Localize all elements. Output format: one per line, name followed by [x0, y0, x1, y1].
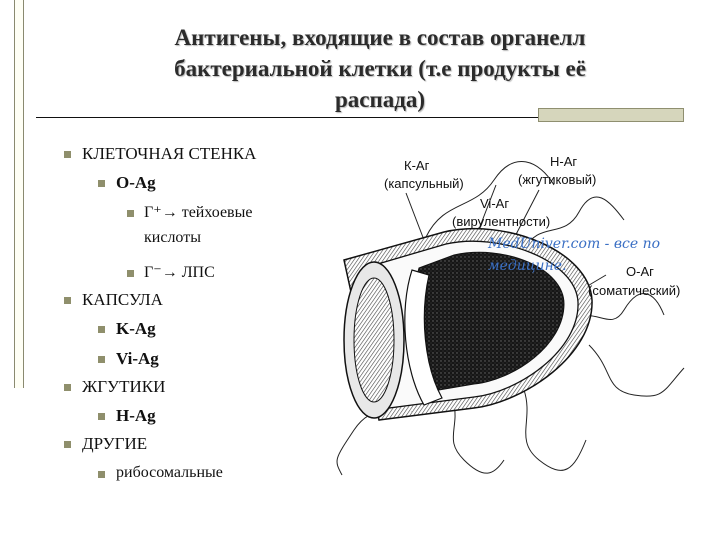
- label-o-ag-desc: (соматический): [588, 283, 680, 298]
- list-item-k-ag: K-Ag: [98, 319, 156, 339]
- list-item-cell-wall: КЛЕТОЧНАЯ СТЕНКА: [64, 144, 257, 164]
- bullet-square-icon: [127, 210, 134, 217]
- list-item-label: ДРУГИЕ: [82, 434, 148, 453]
- list-item-label: Г⁺→ тейхоевые: [144, 204, 253, 221]
- bacterial-cell-diagram: К-Аг (капсульный) Н-Аг (жгутиковый) Vi-А…: [336, 154, 685, 476]
- watermark-line-1: MedUniver.com - все по: [487, 236, 660, 252]
- label-h-ag-desc: (жгутиковый): [518, 172, 596, 187]
- list-item-label: H-Ag: [116, 406, 156, 425]
- bullet-square-icon: [127, 270, 134, 277]
- label-k-ag-desc: (капсульный): [384, 176, 464, 191]
- list-item-flagella: ЖГУТИКИ: [64, 377, 166, 397]
- list-item-label: КАПСУЛА: [82, 290, 163, 309]
- label-k-ag: К-Аг: [404, 158, 430, 173]
- list-item-h-ag: H-Ag: [98, 406, 156, 426]
- list-item-o-ag: O-Ag: [98, 173, 156, 193]
- left-decorative-bar: [14, 0, 24, 388]
- list-item-label: рибосомальные: [116, 464, 223, 481]
- bullet-square-icon: [98, 413, 105, 420]
- list-item-label: O-Ag: [116, 173, 156, 192]
- title-line-1: Антигены, входящие в состав органелл: [174, 25, 586, 50]
- title-underline: [36, 117, 654, 118]
- list-item-label: K-Ag: [116, 319, 156, 338]
- label-vi-ag: Vi-Аг: [480, 196, 509, 211]
- title-line-3: распада): [334, 87, 426, 112]
- bullet-square-icon: [98, 471, 105, 478]
- watermark-line-2: медицине.: [488, 258, 567, 274]
- list-item-gram-positive-cont: кислоты: [144, 229, 201, 247]
- bullet-square-icon: [98, 326, 105, 333]
- bullet-square-icon: [98, 356, 105, 363]
- list-item-other: ДРУГИЕ: [64, 434, 148, 454]
- label-vi-ag-desc: (вирулентности): [452, 214, 550, 229]
- list-item-label: КЛЕТОЧНАЯ СТЕНКА: [82, 144, 257, 163]
- list-item-label: Г⁻→ ЛПС: [144, 264, 215, 281]
- bullet-square-icon: [64, 441, 71, 448]
- list-item-gram-negative: Г⁻→ ЛПС: [127, 262, 215, 282]
- bullet-square-icon: [64, 384, 71, 391]
- bullet-square-icon: [64, 297, 71, 304]
- bullet-square-icon: [64, 151, 71, 158]
- list-item-label: кислоты: [144, 229, 201, 246]
- flagellum-2: [523, 196, 625, 251]
- flagellum-5: [523, 389, 587, 471]
- decorative-rectangle: [538, 108, 684, 122]
- label-o-ag: О-Аг: [626, 264, 654, 279]
- pointer-k-ag: [405, 192, 425, 241]
- bullet-square-icon: [98, 180, 105, 187]
- slide-title: Антигены, входящие в состав органелл бак…: [60, 22, 700, 115]
- title-line-2: бактериальной клетки (т.е продукты её: [174, 56, 586, 81]
- flagellum-1: [425, 161, 555, 238]
- list-item-capsule: КАПСУЛА: [64, 290, 163, 310]
- flagellum-4: [588, 344, 685, 397]
- list-item-gram-positive: Г⁺→ тейхоевые: [127, 202, 253, 222]
- label-h-ag: Н-Аг: [550, 154, 577, 169]
- flagellum-7: [452, 401, 505, 474]
- list-item-vi-ag: Vi-Ag: [98, 349, 159, 369]
- list-item-label: Vi-Ag: [116, 349, 159, 368]
- list-item-ribosomal: рибосомальные: [98, 464, 223, 482]
- peeled-wall-flap: [404, 269, 443, 406]
- list-item-label: ЖГУТИКИ: [82, 377, 166, 396]
- rod-cross-section-inner: [353, 277, 395, 403]
